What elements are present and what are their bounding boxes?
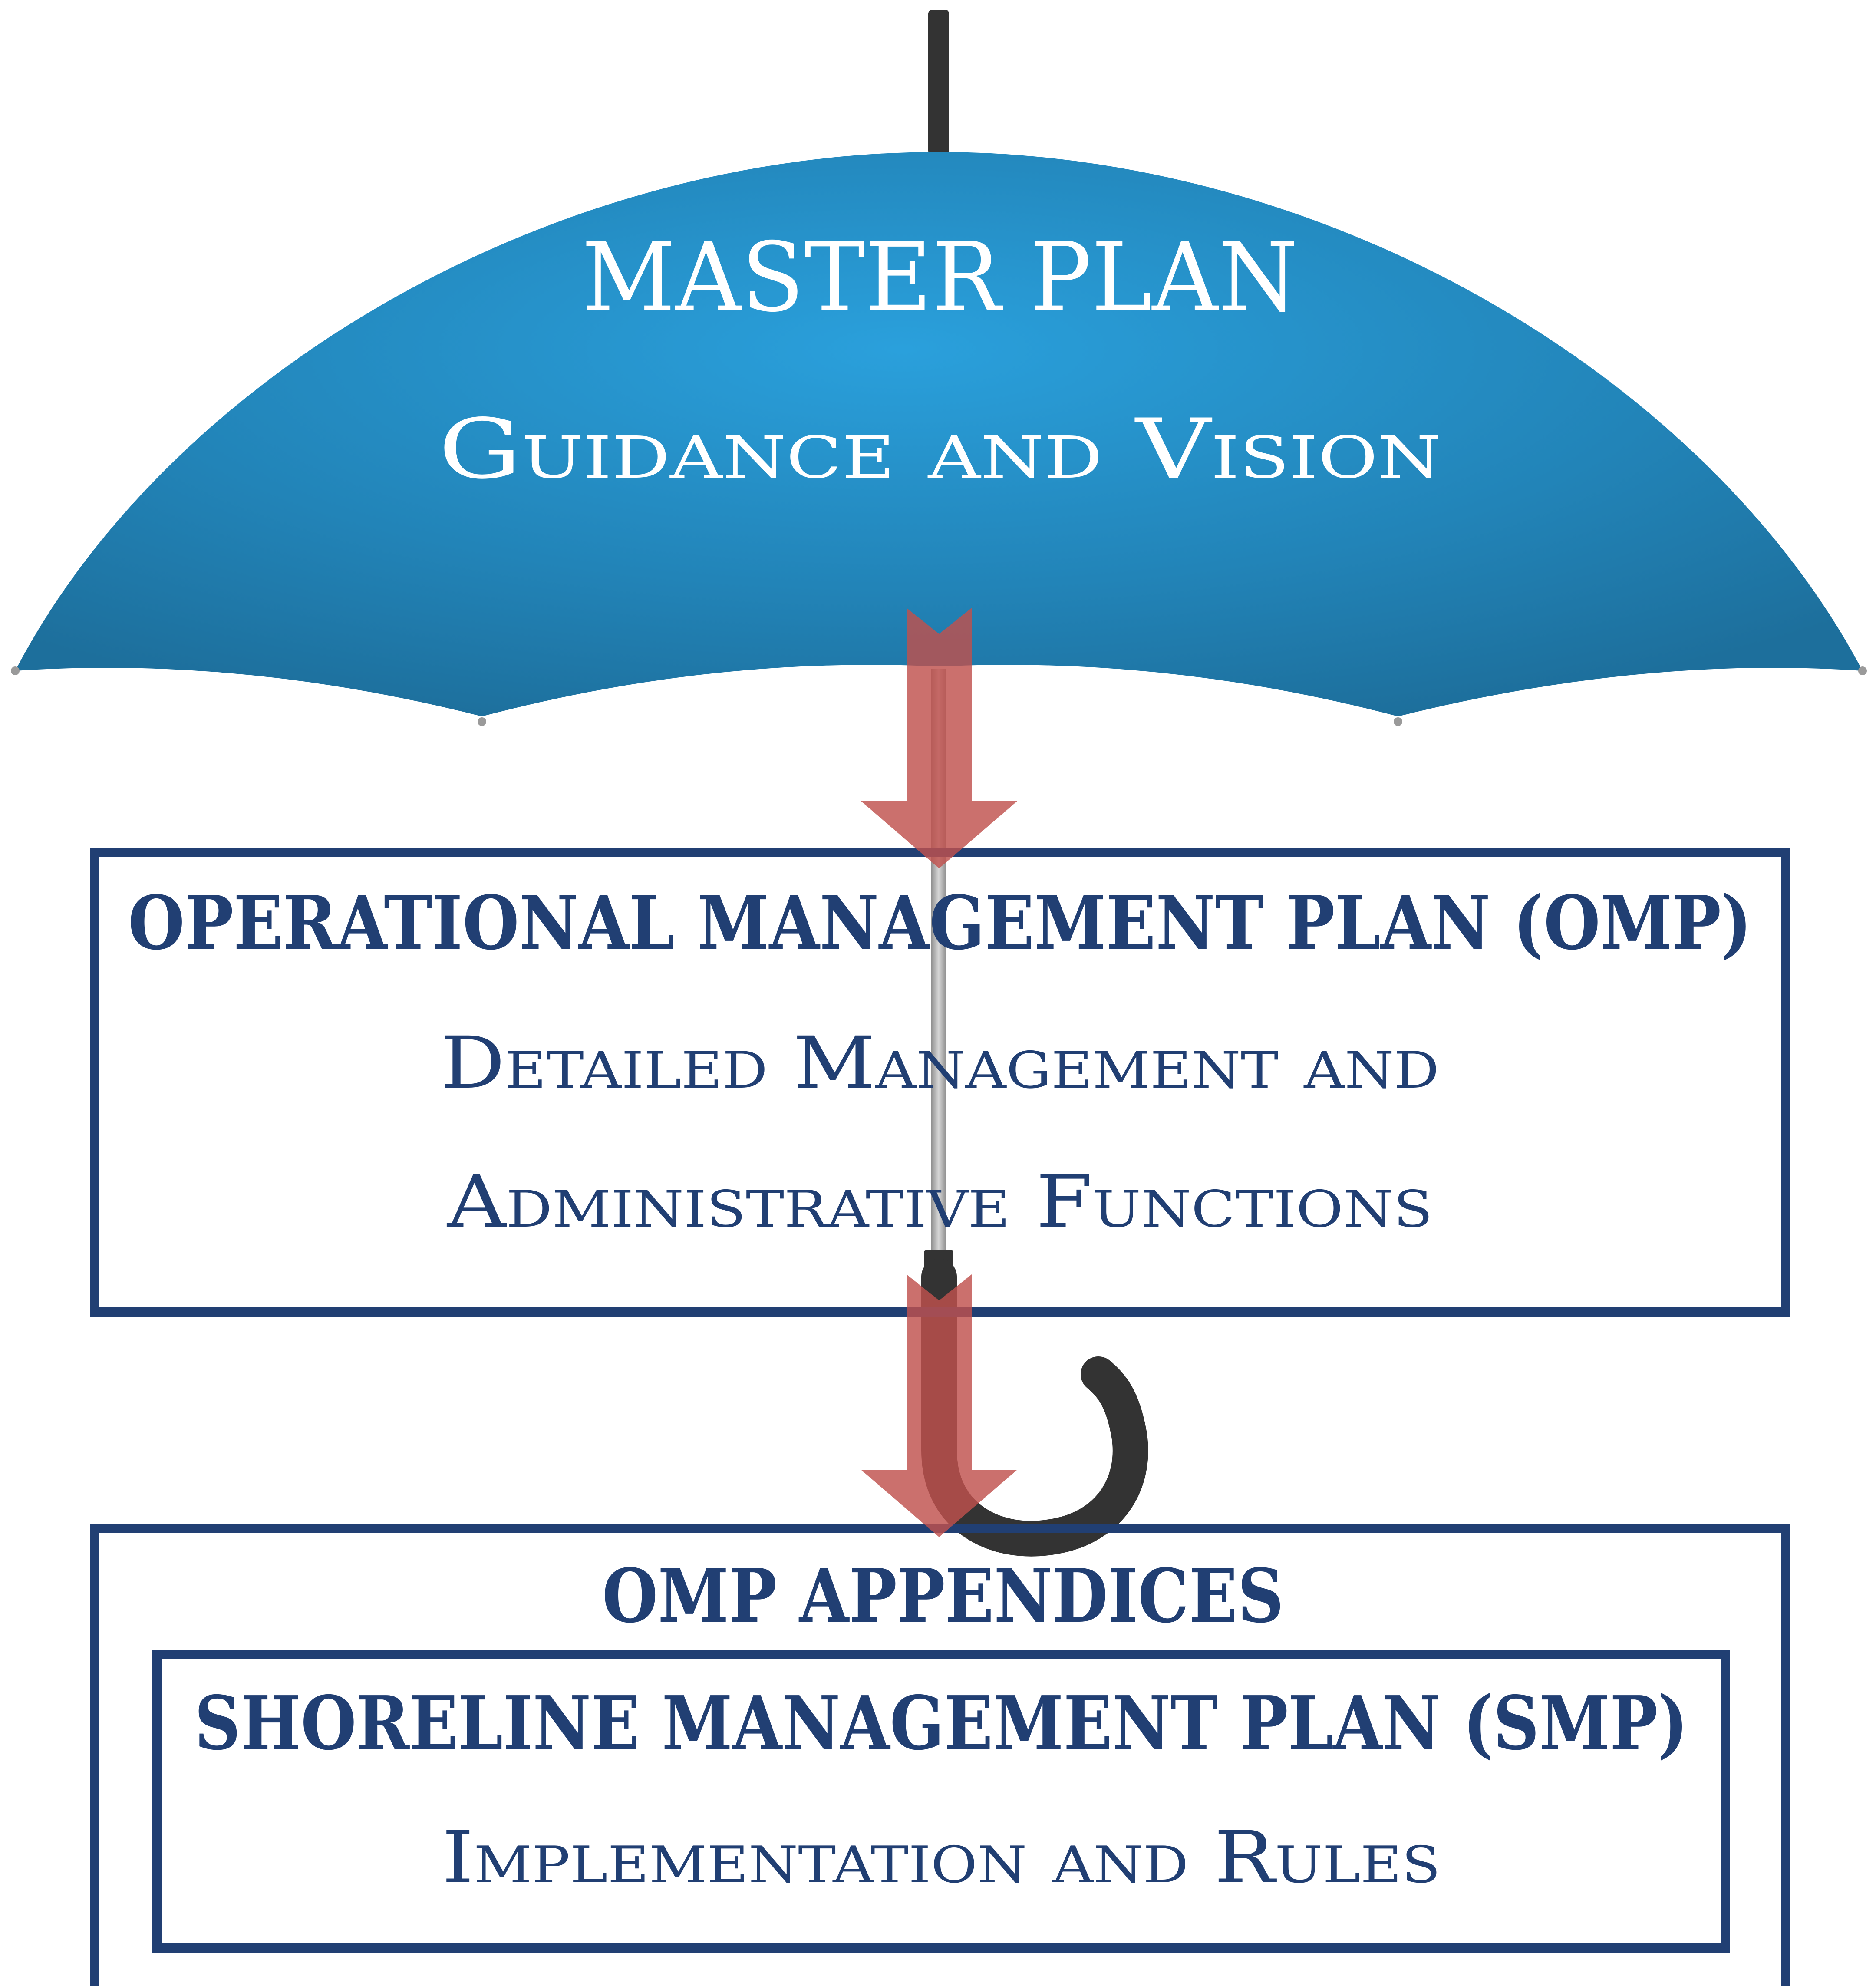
master-plan-subtitle: Guidance and Vision	[439, 401, 1441, 497]
umbrella-canopy	[15, 152, 1863, 716]
rib-tip-icon	[11, 666, 20, 675]
omp-title: OPERATIONAL MANAGEMENT PLAN (OMP)	[128, 880, 1752, 967]
smp-title: SHORELINE MANAGEMENT PLAN (SMP)	[195, 1680, 1688, 1767]
smp-subtitle: Implementation and Rules	[442, 1816, 1441, 1899]
down-arrow-icon	[861, 608, 1017, 868]
rib-tip-icon	[478, 717, 486, 726]
appendices-title: OMP APPENDICES	[602, 1553, 1284, 1640]
umbrella-tip-icon	[928, 10, 949, 155]
omp-description-line2: Administrative Functions	[447, 1160, 1433, 1244]
rib-tip-icon	[1858, 666, 1867, 675]
smp-box	[152, 1650, 1730, 1953]
down-arrow-icon	[861, 1274, 1017, 1537]
rib-tip-icon	[1394, 717, 1402, 726]
master-plan-title: MASTER PLAN	[582, 222, 1298, 333]
omp-description-line1: Detailed Management and	[441, 1021, 1439, 1105]
